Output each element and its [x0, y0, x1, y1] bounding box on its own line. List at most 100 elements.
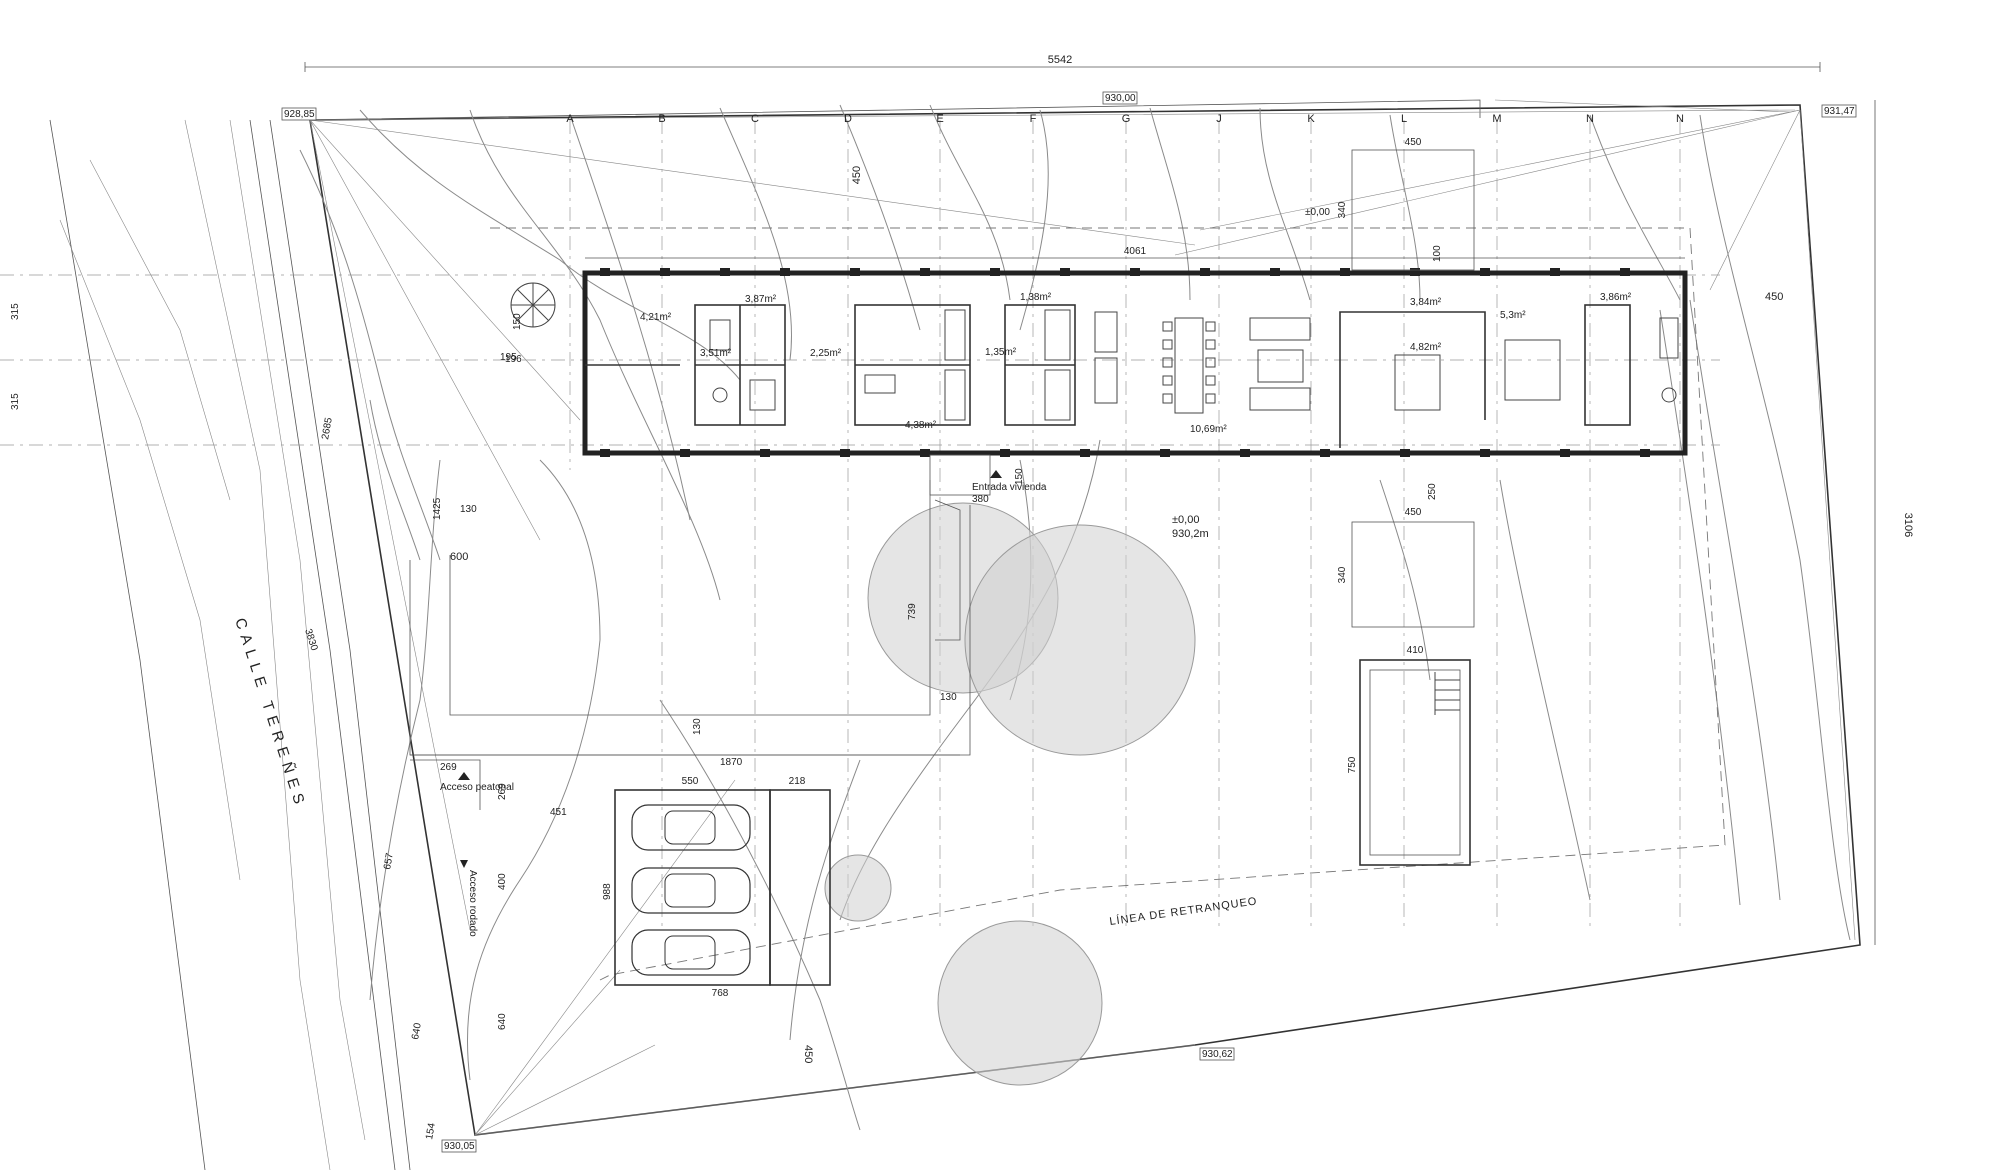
ramp-length-dim: 739 — [907, 603, 918, 620]
tree-canopy — [964, 524, 1196, 756]
path-width-b: 130 — [692, 718, 703, 735]
grid-axis-label: D — [844, 113, 852, 125]
grid-axis-label: A — [566, 113, 574, 125]
vehicle-access-label: Acceso rodado — [467, 870, 478, 937]
pool-block-width-dim: 450 — [1405, 507, 1422, 518]
car-icon — [631, 867, 751, 914]
top-setback-dim: 450 — [851, 166, 863, 184]
house-entrance-label: Entrada vivienda — [972, 482, 1047, 493]
room-area-label: 3,86m² — [1600, 292, 1632, 303]
car-icon — [631, 929, 751, 976]
total-width-dim: 5542 — [1048, 54, 1072, 66]
street-edges: CALLE TEREÑES 3830 — [49, 119, 411, 1171]
elevation-north: 930,00 — [1105, 93, 1136, 104]
stair-dim: 195 — [500, 352, 517, 363]
room-area-label: 4,38m² — [905, 420, 937, 431]
elevation-markers: 928,85 930,00 931,47 930,62 930,05 — [281, 91, 1857, 1153]
path-width-c: 130 — [940, 692, 957, 703]
dining-chairs — [1162, 321, 1216, 404]
tree-canopy — [824, 854, 892, 922]
grid-axis-labels: A B C D E F G J K L M N N — [566, 113, 1684, 125]
grid-axis-label: L — [1401, 113, 1407, 125]
grid-axis-label: J — [1216, 113, 1222, 125]
side-154-dim: 154 — [424, 1122, 438, 1141]
building-length-dim: 4061 — [1124, 246, 1147, 257]
pool-block-depth-dim: 340 — [1337, 566, 1348, 583]
elevation-nw: 928,85 — [284, 109, 315, 120]
entry-width-dim: 380 — [972, 494, 989, 505]
garage: 550 218 768 988 — [602, 776, 831, 999]
side-150-dim: 150 — [512, 313, 523, 330]
access-path: 1870 130 130 739 Entrada vivienda 380 15… — [409, 454, 1209, 768]
left-dimensions: 315 315 2685 1425 600 130 196 150 657 64… — [10, 303, 523, 1141]
elevation-sw: 930,05 — [444, 1141, 475, 1152]
garage-annex-dim: 218 — [789, 776, 806, 787]
vehicle-gate-dim: 400 — [497, 873, 508, 890]
terrain-contours — [299, 104, 1851, 1131]
survey-rays — [309, 109, 1856, 1136]
grid-axis-label: B — [658, 113, 665, 125]
side-657-dim: 657 — [382, 852, 396, 871]
room-area-label: 3,51m² — [700, 348, 732, 359]
side-640a-dim: 640 — [410, 1022, 424, 1041]
grid-axis-label: N — [1676, 113, 1684, 125]
setback-dims: 450 450 450 — [802, 166, 1783, 1064]
upper-slab-level: ±0,00 — [1305, 207, 1330, 218]
room-area-label: 3,87m² — [745, 294, 777, 305]
pool-width-dim: 410 — [1407, 645, 1424, 656]
bottom-setback-dim: 450 — [802, 1045, 814, 1063]
pedestrian-offset-dim: 451 — [550, 807, 567, 818]
street-name: CALLE TEREÑES — [231, 616, 309, 812]
room-area-label: 1,35m² — [985, 347, 1017, 358]
north-block-width-dim: 450 — [1405, 137, 1422, 148]
pedestrian-access-label: Acceso peatonal — [440, 782, 514, 793]
path-length-dim: 1870 — [720, 757, 743, 768]
site-access: 269 Acceso peatonal 269 451 Acceso rodad… — [410, 759, 567, 937]
module-lower-dim: 315 — [10, 393, 21, 410]
right-setback-dim: 450 — [1765, 291, 1783, 303]
room-area-label: 2,25m² — [810, 348, 842, 359]
pool-length-dim: 750 — [1347, 756, 1358, 773]
garage-width-dim: 550 — [682, 776, 699, 787]
entry-depth-dim: 150 — [1014, 468, 1025, 485]
setback-label: LÍNEA DE RETRANQUEO — [1109, 894, 1259, 928]
floor-altitude: 930,2m — [1172, 528, 1209, 540]
grid-axis-label: C — [751, 113, 759, 125]
room-area-label: 1,38m² — [1020, 292, 1052, 303]
path-width-a: 130 — [460, 504, 477, 515]
garage-side-dim: 988 — [602, 883, 613, 900]
street-frontage-dim: 3830 — [302, 628, 319, 653]
car-icon — [631, 804, 751, 851]
room-area-label: 4,21m² — [640, 312, 672, 323]
grid-axis-label: M — [1492, 113, 1501, 125]
north-block-depth-dim: 340 — [1337, 201, 1348, 218]
pool-gap-dim: 250 — [1427, 483, 1438, 500]
main-house: 450 340 100 ±0,00 4061 4,21m² 3,87m² 3,5… — [582, 137, 1688, 457]
overall-dimensions: 5542 3106 — [304, 54, 1914, 945]
north-block-gap-dim: 100 — [1432, 245, 1443, 262]
spiral-stair: 195 — [500, 282, 556, 363]
room-area-label: 4,82m² — [1410, 342, 1442, 353]
floor-level: ±0,00 — [1172, 514, 1199, 526]
module-upper-dim: 315 — [10, 303, 21, 320]
room-area-label: 5,3m² — [1500, 310, 1526, 321]
side-640b-dim: 640 — [497, 1013, 508, 1030]
grid-axis-label: K — [1307, 113, 1315, 125]
grid-axis-label: G — [1122, 113, 1131, 125]
total-height-dim: 3106 — [1902, 513, 1914, 537]
garage-depth-dim: 768 — [712, 988, 729, 999]
grid-axis-label: E — [936, 113, 943, 125]
pool-area: 450 340 250 410 750 — [1337, 483, 1475, 866]
side-1425-dim: 1425 — [432, 497, 443, 520]
grid-axis-label: N — [1586, 113, 1594, 125]
trees — [824, 502, 1196, 1086]
room-area-label: 3,84m² — [1410, 297, 1442, 308]
left-setback-dim: 600 — [450, 551, 468, 563]
tree-canopy — [937, 920, 1103, 1086]
pool-steps — [1434, 672, 1460, 715]
elevation-south: 930,62 — [1202, 1049, 1233, 1060]
room-area-label: 10,69m² — [1190, 424, 1227, 435]
wall-columns — [600, 268, 1650, 457]
side-2685-dim: 2685 — [320, 416, 335, 440]
